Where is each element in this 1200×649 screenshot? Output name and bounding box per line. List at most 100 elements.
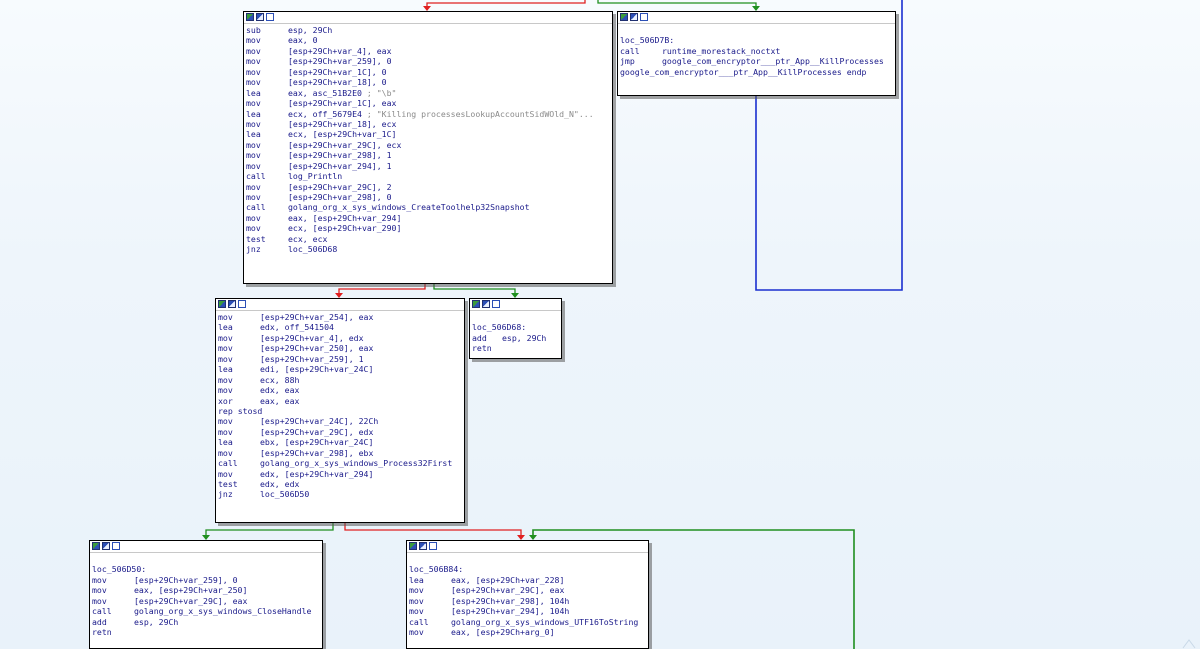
mnemonic[interactable]: call [409, 616, 429, 627]
instruction-line[interactable]: mov[esp+29Ch+var_29C], eax [409, 585, 646, 595]
group-node-icon[interactable] [112, 542, 120, 550]
operands[interactable]: edx, off_541504 [260, 322, 334, 333]
instruction-line[interactable]: jnz loc_506D68 [246, 244, 610, 254]
mnemonic[interactable]: sub [246, 25, 261, 35]
mnemonic[interactable]: call [246, 202, 266, 213]
operands[interactable]: eax, eax [260, 395, 300, 406]
mnemonic[interactable]: mov [218, 332, 233, 343]
mnemonic[interactable]: mov [92, 595, 107, 606]
instruction-line[interactable]: mov[esp+29Ch+var_298], 1 [246, 150, 610, 160]
operands[interactable]: esp, 29Ch [134, 616, 179, 627]
instruction-line[interactable]: add esp, 29Ch [92, 617, 320, 627]
instruction-line[interactable]: mov[esp+29Ch+var_29C], 2 [246, 182, 610, 192]
mnemonic[interactable]: mov [409, 595, 424, 606]
mnemonic[interactable]: mov [218, 374, 233, 385]
operands[interactable]: golang_org_x_sys_windows_CreateToolhelp3… [288, 202, 530, 213]
instruction-line[interactable]: google_com_encryptor___ptr_App__KillProc… [620, 66, 867, 77]
instruction-line[interactable]: retn [472, 343, 492, 354]
operands[interactable]: ecx, [esp+29Ch+var_1C] [288, 129, 397, 140]
mnemonic[interactable]: mov [246, 35, 261, 46]
mnemonic[interactable]: xor [218, 395, 233, 406]
instruction-line[interactable]: rep stosd [218, 405, 263, 416]
instruction-line[interactable]: mov[esp+29Ch+var_259], 1 [218, 354, 462, 364]
instruction-line[interactable]: mov[esp+29Ch+var_29C], edx [218, 427, 462, 437]
operands[interactable]: edx, [esp+29Ch+var_294] [260, 468, 374, 479]
instruction-line[interactable]: mov ecx, 88h [218, 375, 462, 385]
operands[interactable]: eax, [esp+29Ch+var_250] [134, 585, 248, 596]
instruction-line[interactable]: mov[esp+29Ch+var_294], 1 [246, 161, 610, 171]
operands[interactable]: esp, 29Ch [502, 332, 547, 343]
graph-overview-icon[interactable] [472, 300, 480, 308]
instruction-line[interactable]: mov[esp+29Ch+var_4], edx [218, 333, 462, 343]
mnemonic[interactable]: mov [218, 312, 233, 322]
mnemonic[interactable]: mov [409, 585, 424, 596]
instruction-line[interactable]: mov[esp+29Ch+var_1C], 0 [246, 67, 610, 77]
operands[interactable]: [esp+29Ch+var_1C], 0 [288, 66, 387, 77]
operands[interactable]: edi, [esp+29Ch+var_24C] [260, 364, 374, 375]
mnemonic[interactable]: mov [409, 606, 424, 617]
operands[interactable]: eax, [esp+29Ch+arg_0] [451, 627, 555, 638]
mnemonic[interactable]: mov [218, 385, 233, 396]
graph-overview-icon[interactable] [92, 542, 100, 550]
operands[interactable]: ecx, 88h [260, 374, 300, 385]
operands[interactable]: [esp+29Ch+var_29C], eax [134, 595, 248, 606]
operands[interactable]: esp, 29Ch [288, 25, 333, 35]
operands[interactable]: eax, [esp+29Ch+var_294] [288, 212, 402, 223]
instruction-line[interactable]: mov[esp+29Ch+var_298], 0 [246, 192, 610, 202]
operands[interactable]: [esp+29Ch+var_259], 0 [134, 574, 238, 585]
operands[interactable]: golang_org_x_sys_windows_CloseHandle [134, 606, 312, 617]
instruction-line[interactable]: mov [esp+29Ch+var_298], 104h [409, 596, 646, 606]
mnemonic[interactable]: jnz [218, 489, 233, 500]
graph-overview-icon[interactable] [620, 13, 628, 21]
mnemonic[interactable]: lea [246, 129, 261, 140]
code-label[interactable]: loc_506D68: [472, 322, 527, 333]
mnemonic[interactable]: add [92, 616, 107, 627]
mnemonic[interactable]: mov [218, 416, 233, 427]
operands[interactable]: ecx, ecx [288, 233, 328, 244]
operands[interactable]: [esp+29Ch+var_24C], 22Ch [260, 416, 379, 427]
group-node-icon[interactable] [429, 542, 437, 550]
mnemonic[interactable]: lea [246, 87, 261, 98]
mnemonic[interactable]: mov [218, 447, 233, 458]
mnemonic[interactable]: mov [246, 160, 261, 171]
mnemonic[interactable]: test [246, 233, 266, 244]
graph-overview-icon[interactable] [218, 300, 226, 308]
instruction-line[interactable]: mov [esp+29Ch+var_18], 0 [246, 77, 610, 87]
operands[interactable]: [esp+29Ch+var_298], 104h [451, 595, 570, 606]
instruction-line[interactable]: retn [92, 627, 112, 638]
mnemonic[interactable]: mov [218, 343, 233, 354]
operands[interactable]: log_Println [288, 171, 343, 182]
operands[interactable]: [esp+29Ch+var_18], 0 [288, 77, 387, 88]
instruction-line[interactable]: mov[esp+29Ch+var_1C], eax [246, 98, 610, 108]
operands[interactable]: [esp+29Ch+var_259], 0 [288, 56, 392, 67]
code-label[interactable]: loc_506D50: [92, 564, 147, 575]
mnemonic[interactable]: mov [246, 192, 261, 202]
operands[interactable]: ebx, [esp+29Ch+var_24C] [260, 437, 374, 448]
mnemonic[interactable]: mov [246, 223, 261, 234]
group-node-icon[interactable] [640, 13, 648, 21]
mnemonic[interactable]: mov [218, 353, 233, 364]
mnemonic[interactable]: jnz [246, 244, 261, 255]
operands[interactable]: loc_506D68 [288, 244, 338, 255]
color-node-icon[interactable] [630, 13, 638, 21]
mnemonic[interactable]: mov [246, 77, 261, 88]
instruction-line[interactable]: lea ecx, [esp+29Ch+var_1C] [246, 129, 610, 139]
mnemonic[interactable]: mov [218, 426, 233, 437]
instruction-line[interactable]: mov[esp+29Ch+var_254], eax [218, 312, 462, 322]
mnemonic[interactable]: jmp [620, 56, 635, 67]
graph-overview-icon[interactable] [409, 542, 417, 550]
